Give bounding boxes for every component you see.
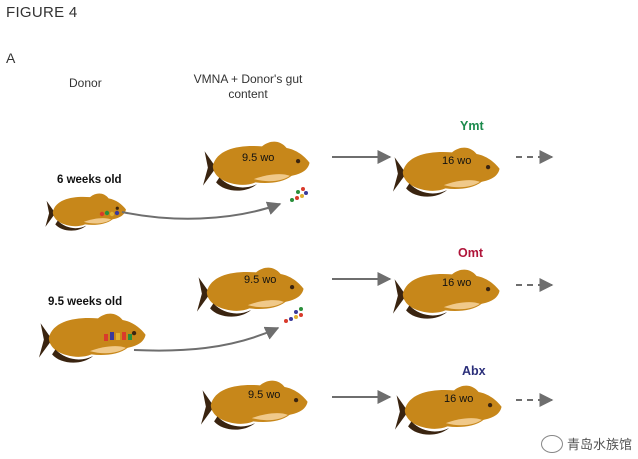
recipient-age-label: 9.5 wo [248,389,281,401]
watermark-text: 青岛水族馆 [566,437,632,452]
donor-fish-9-5wo [38,313,146,363]
recipient-heading: VMNA + Donor's gut content [193,72,303,101]
final-age-label: 16 wo [442,277,472,289]
final-age-label: 16 wo [444,393,474,405]
donor-heading: Donor [69,76,102,90]
group-label-omt: Omt [458,246,483,260]
gut-content-dots [290,187,308,202]
transfer-arrow [133,326,280,352]
recipient-age-label: 9.5 wo [244,274,277,286]
final-age-label: 16 wo [442,155,472,167]
gut-content-dots [284,307,303,323]
donor-age-label: 9.5 weeks old [48,296,123,308]
watermark: 青岛水族馆 [540,434,632,453]
wechat-icon [540,434,563,453]
panel-label: A [6,50,16,66]
recipient-age-label: 9.5 wo [242,152,275,164]
fish-icon [200,380,308,430]
gut-content-dots [104,332,132,341]
fish-icon [202,141,310,191]
fish-icon [45,193,126,231]
donor-age-label: 6 weeks old [57,174,122,186]
donor-fish-6wo [45,193,126,231]
group-label-ymt: Ymt [460,119,484,133]
group-label-abx: Abx [462,364,486,378]
transfer-arrow [121,201,282,220]
gut-content-dots [99,210,120,217]
figure-title: FIGURE 4 [6,4,78,21]
